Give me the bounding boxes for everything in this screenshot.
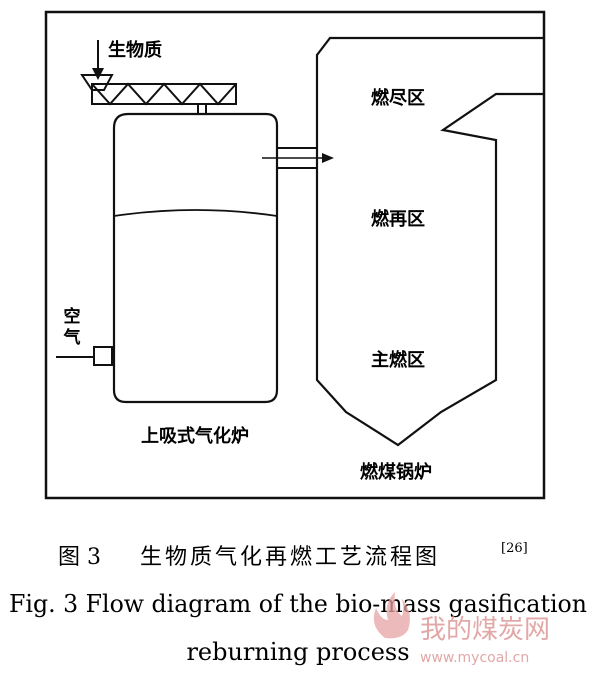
label-burnout-zone: 燃尽区 <box>371 87 425 109</box>
label-reburn-zone: 燃再区 <box>371 208 425 230</box>
caption-cn-prefix: 图 3 <box>58 545 101 570</box>
boiler-outline <box>315 36 543 447</box>
label-air: 空 <box>64 306 81 327</box>
label-biomass: 生物质 <box>108 39 162 61</box>
diagram-frame <box>44 10 546 500</box>
label-main-zone: 主燃区 <box>371 349 425 371</box>
watermark: 我的煤炭网 www.mycoal.cn <box>373 592 550 666</box>
label-gasifier: 上吸式气化炉 <box>141 425 249 447</box>
flame-logo-icon <box>373 592 410 639</box>
caption-en-line1: Fig. 3 Flow diagram of the bio-mass gasi… <box>9 590 587 618</box>
gasifier-vessel <box>112 112 279 404</box>
watermark-text: 我的煤炭网 <box>420 615 550 645</box>
caption-ref: [26] <box>501 541 528 556</box>
label-boiler: 燃煤锅炉 <box>360 461 432 483</box>
air-inlet <box>56 346 113 366</box>
caption-en-line2: reburning process <box>186 638 409 666</box>
screw-conveyor <box>80 74 237 114</box>
label-air-char2: 气 <box>63 327 81 348</box>
gas-duct <box>262 147 334 169</box>
caption-cn-title: 生物质气化再燃工艺流程图 <box>140 545 440 570</box>
caption-cn: 图 3 生物质气化再燃工艺流程图 [26] <box>58 541 528 570</box>
watermark-url: www.mycoal.cn <box>420 650 529 666</box>
